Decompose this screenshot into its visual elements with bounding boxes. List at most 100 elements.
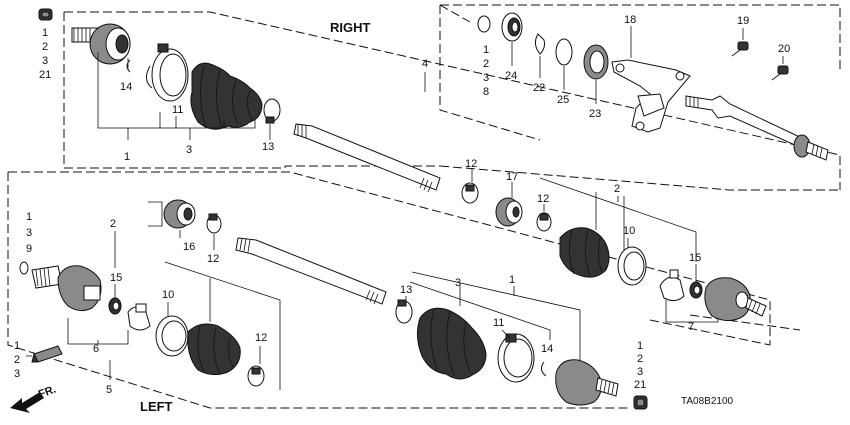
- callout-7: 7: [688, 321, 694, 333]
- right-outer-joint: [71, 23, 131, 65]
- callout-19: 19: [737, 15, 749, 27]
- callout: 2: [42, 41, 48, 53]
- right-tripod-joint: [659, 269, 685, 302]
- left-outer-clip-14: [540, 361, 547, 377]
- callout-1: 1: [124, 151, 130, 163]
- left-inner-boot: [187, 323, 241, 376]
- clip-part: [31, 345, 63, 363]
- left-shaft: [235, 237, 387, 305]
- callout: 21: [39, 69, 51, 81]
- callout: 1: [14, 340, 20, 352]
- left-title: LEFT: [140, 399, 173, 414]
- callout-2b: 2: [614, 183, 620, 195]
- callout-14b: 14: [541, 343, 553, 355]
- intermediate-shaft: [685, 95, 829, 161]
- callout-3b: 3: [455, 277, 461, 289]
- callout-stack-top-left: 1 2 3 21: [39, 27, 51, 81]
- callout-3: 3: [186, 144, 192, 156]
- right-shaft: [293, 123, 441, 193]
- callout-stack-left-inner: 1 3 9: [26, 211, 32, 255]
- callout-20: 20: [778, 43, 790, 55]
- callout-13: 13: [262, 141, 274, 153]
- band-12a: [206, 213, 222, 234]
- callout-10b: 10: [623, 225, 635, 237]
- callout-12d: 12: [537, 193, 549, 205]
- nut-bottom: [633, 395, 648, 410]
- right-inner-boot: [559, 227, 610, 278]
- right-boot-band-large: [151, 43, 189, 102]
- callout-23: 23: [589, 108, 601, 120]
- callout-4: 4: [422, 58, 428, 70]
- callout: 1: [483, 44, 489, 56]
- callout-13b: 13: [400, 284, 412, 296]
- diagram-code: TA08B2100: [681, 396, 734, 407]
- snap-ring-22: [534, 33, 545, 55]
- callout: 9: [26, 243, 32, 255]
- right-ring-15: [689, 281, 703, 299]
- callout-11: 11: [172, 104, 183, 116]
- left-outer-band-11: [497, 333, 535, 383]
- band-12-top: [461, 182, 479, 204]
- callout-11b: 11: [493, 317, 504, 329]
- left-shaft-frame: [7, 171, 771, 409]
- callout: 1: [637, 340, 643, 352]
- bearing-24: [501, 12, 523, 42]
- callout: 3: [637, 366, 643, 378]
- callout-15: 15: [110, 272, 122, 284]
- callout-17: 17: [506, 171, 518, 183]
- right-outer-boot: [190, 62, 263, 130]
- callout-25: 25: [557, 94, 569, 106]
- damper-16: [163, 199, 196, 229]
- callout: 3: [42, 55, 48, 67]
- bracket-18: [611, 59, 691, 133]
- guide-lines: [439, 4, 801, 331]
- left-outer-boot: [416, 307, 487, 380]
- bearing-23: [583, 44, 609, 80]
- callout-24: 24: [505, 70, 517, 82]
- callout: 3: [483, 72, 489, 84]
- callout-5: 5: [106, 384, 112, 396]
- band-12-right: [536, 212, 552, 232]
- callout: 2: [637, 353, 643, 365]
- callout-stack-bottom-nut: 1 2 3 21: [634, 340, 646, 391]
- bolt-19: [731, 41, 749, 57]
- left-ring-15: [108, 297, 122, 315]
- nut-top-left: [38, 8, 53, 21]
- left-inner-joint: [31, 265, 102, 312]
- callout: 2: [483, 58, 489, 70]
- callout-1b: 1: [509, 274, 515, 286]
- callout-6: 6: [93, 343, 99, 355]
- callout-stack-right-outer: 1 2 3 8: [483, 44, 489, 98]
- callout: 2: [14, 354, 20, 366]
- snap-ring-25: [555, 38, 573, 66]
- left-outer-band-13: [395, 299, 413, 324]
- right-band-10: [617, 246, 647, 286]
- right-shaft-frame: [63, 4, 841, 191]
- callout: 1: [26, 211, 32, 223]
- callout-10: 10: [162, 289, 174, 301]
- left-boot-band-12b: [247, 365, 265, 387]
- callout-12c: 12: [465, 158, 477, 170]
- circlip-8: [477, 15, 491, 33]
- left-shaft-circlip: [19, 261, 29, 275]
- callout: 3: [26, 227, 32, 239]
- front-arrow-icon: FR.: [10, 383, 58, 413]
- callout-22: 22: [533, 82, 545, 94]
- right-title: RIGHT: [330, 20, 371, 35]
- front-arrow-label: FR.: [37, 383, 58, 400]
- right-boot-band-13: [263, 98, 281, 124]
- callout-stack-bottom-left: 1 2 3: [14, 340, 20, 380]
- callout: 21: [634, 379, 646, 391]
- callout: 3: [14, 368, 20, 380]
- damper-17: [495, 197, 523, 227]
- left-tripod-joint: [127, 303, 151, 331]
- callout-14: 14: [120, 81, 132, 93]
- left-boot-band-10: [155, 315, 189, 357]
- callout-16: 16: [183, 241, 195, 253]
- left-outer-joint: [555, 359, 619, 406]
- callout-18: 18: [624, 14, 636, 26]
- right-inner-joint: [704, 277, 767, 322]
- callout: 8: [483, 86, 489, 98]
- callout: 1: [42, 27, 48, 39]
